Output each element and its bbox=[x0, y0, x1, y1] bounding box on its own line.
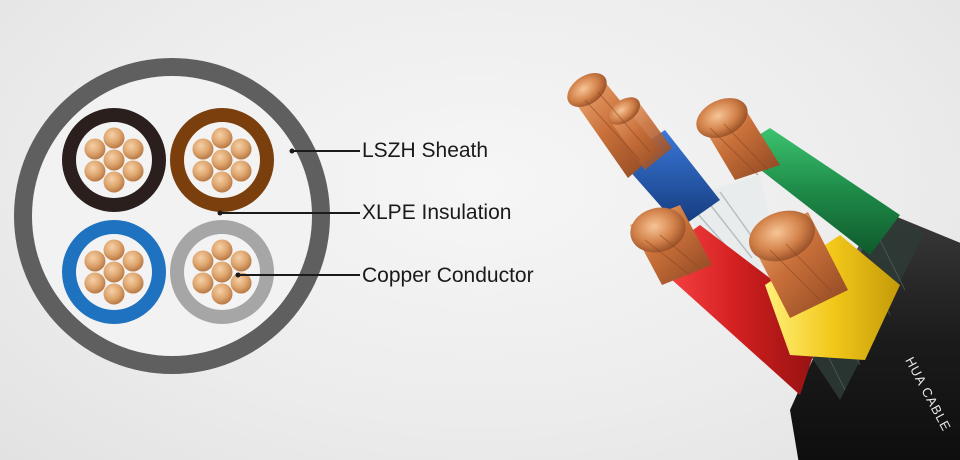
copper-strand bbox=[230, 160, 252, 182]
sheath-inner-fill bbox=[32, 76, 312, 356]
copper-strand bbox=[230, 250, 252, 272]
insulation-label: XLPE Insulation bbox=[362, 201, 512, 224]
copper-strand bbox=[192, 250, 214, 272]
cable-photo: HUA CABLE bbox=[567, 72, 960, 460]
copper-strand bbox=[84, 250, 106, 272]
copper-strand bbox=[211, 171, 233, 193]
copper-strand bbox=[230, 272, 252, 294]
copper-strand bbox=[122, 272, 144, 294]
copper-strand bbox=[84, 138, 106, 160]
copper-strand bbox=[122, 138, 144, 160]
copper-strand bbox=[211, 261, 233, 283]
copper-strand bbox=[192, 272, 214, 294]
copper-strand bbox=[122, 160, 144, 182]
copper-strand bbox=[103, 127, 125, 149]
copper-strand bbox=[84, 272, 106, 294]
strand-lines bbox=[584, 91, 833, 301]
red-core-copper bbox=[630, 205, 712, 285]
conductor-label: Copper Conductor bbox=[362, 264, 534, 287]
leader-lines bbox=[220, 150, 360, 276]
sheath-label: LSZH Sheath bbox=[362, 139, 489, 162]
copper-strand bbox=[211, 127, 233, 149]
copper-strand bbox=[103, 261, 125, 283]
copper-strand bbox=[211, 149, 233, 171]
copper-strand bbox=[103, 171, 125, 193]
copper-strand bbox=[103, 239, 125, 261]
blue-core-copper bbox=[567, 72, 672, 178]
yellow-core-copper bbox=[749, 210, 848, 318]
copper-strand bbox=[103, 283, 125, 305]
copper-strand bbox=[230, 138, 252, 160]
copper-strand bbox=[192, 160, 214, 182]
copper-strand bbox=[211, 239, 233, 261]
copper-strand bbox=[84, 160, 106, 182]
cross-section bbox=[14, 58, 330, 374]
copper-strand bbox=[211, 283, 233, 305]
leader-dots bbox=[217, 148, 295, 278]
copper-strand bbox=[192, 138, 214, 160]
copper-strand bbox=[122, 250, 144, 272]
copper-strands bbox=[84, 127, 252, 305]
copper-strand bbox=[103, 149, 125, 171]
